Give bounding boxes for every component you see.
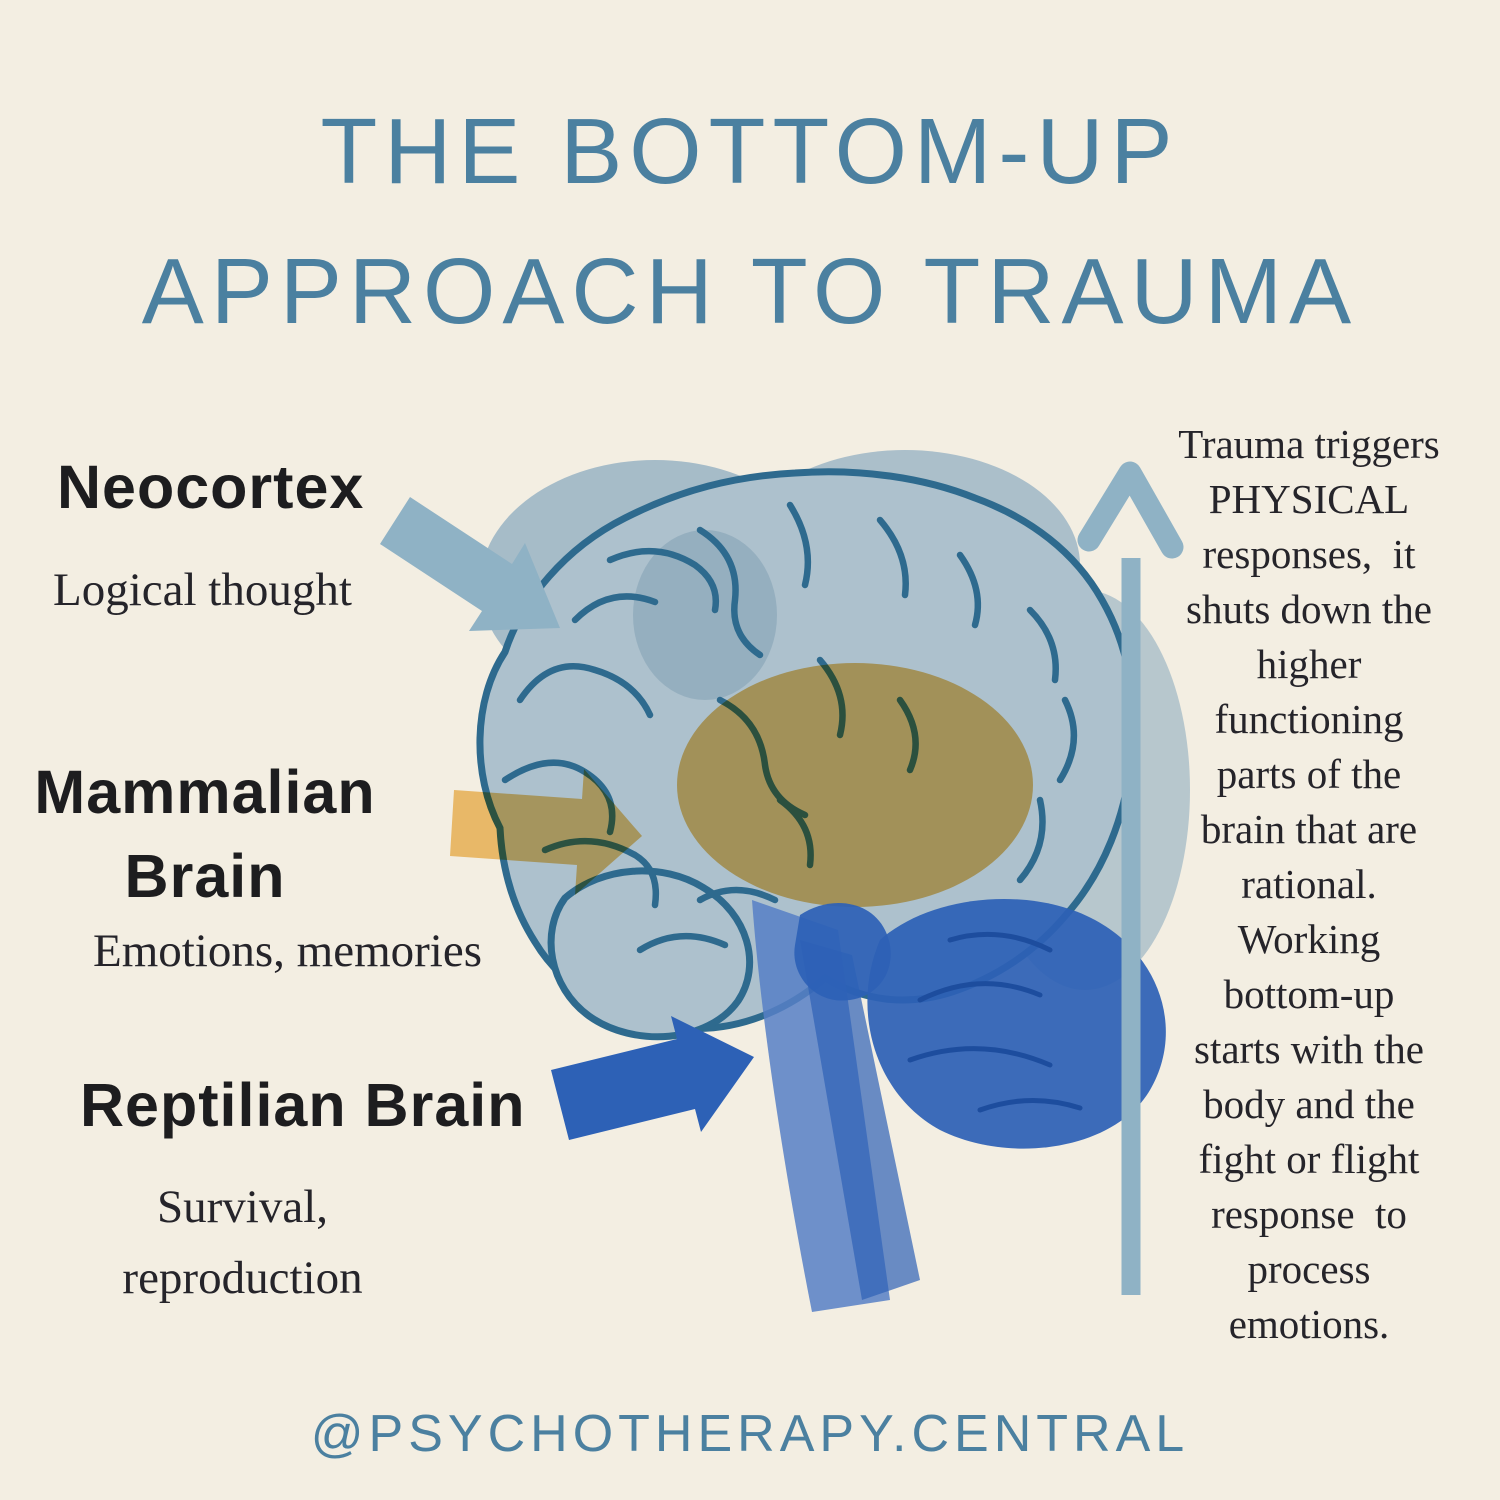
side-note-line: responses, it — [1202, 531, 1416, 577]
side-note-line: response to — [1211, 1191, 1407, 1237]
side-note-line: fight or flight — [1198, 1136, 1420, 1182]
side-note-line: process — [1247, 1246, 1371, 1292]
brainstem — [752, 900, 920, 1312]
cerebellum — [794, 898, 1166, 1149]
mammalian-arrow-icon — [450, 769, 642, 895]
reptilian-description-line-2: reproduction — [122, 1252, 363, 1304]
limbic-region-highlight — [677, 663, 1033, 907]
side-note-line: functioning — [1214, 696, 1404, 742]
side-note-line: parts of the — [1216, 751, 1402, 797]
side-note-line: rational. — [1241, 861, 1377, 907]
neocortex-description: Logical thought — [53, 564, 352, 616]
bottom-up-arrow-icon — [1077, 461, 1184, 1295]
mammalian-description: Emotions, memories — [92, 925, 482, 977]
reptilian-label: Reptilian Brain — [80, 1071, 526, 1139]
side-note-line: emotions. — [1228, 1301, 1390, 1347]
reptilian-description-line-1: Survival, — [156, 1181, 329, 1233]
neocortex-label: Neocortex — [57, 453, 365, 521]
title-line-1: THE BOTTOM-UP — [320, 99, 1180, 203]
side-note-line: PHYSICAL — [1208, 476, 1410, 522]
reptilian-description: Survival, reproduction — [90, 1172, 395, 1314]
neocortex-arrow-icon — [380, 497, 560, 631]
side-note-line: higher — [1256, 641, 1362, 687]
side-note-line: shuts down the — [1186, 586, 1432, 632]
mammalian-label: Mammalian Brain — [25, 750, 385, 918]
mammalian-label-line-1: Mammalian — [34, 758, 376, 826]
side-note-line: body and the — [1203, 1081, 1415, 1127]
side-note-line: starts with the — [1193, 1026, 1425, 1072]
side-note-line: Trauma triggers — [1178, 421, 1440, 467]
title-line-2: APPROACH TO TRAUMA — [141, 239, 1359, 343]
side-note-line: brain that are — [1200, 806, 1418, 852]
side-note: Trauma triggers PHYSICAL responses, it s… — [1136, 417, 1482, 1352]
side-note-line: bottom-up — [1223, 971, 1395, 1017]
footer-handle: @PSYCHOTHERAPY.CENTRAL — [310, 1405, 1190, 1463]
side-note-line: Working — [1237, 916, 1381, 962]
reptilian-arrow-icon — [551, 1016, 754, 1140]
mammalian-label-line-2: Brain — [124, 842, 286, 910]
